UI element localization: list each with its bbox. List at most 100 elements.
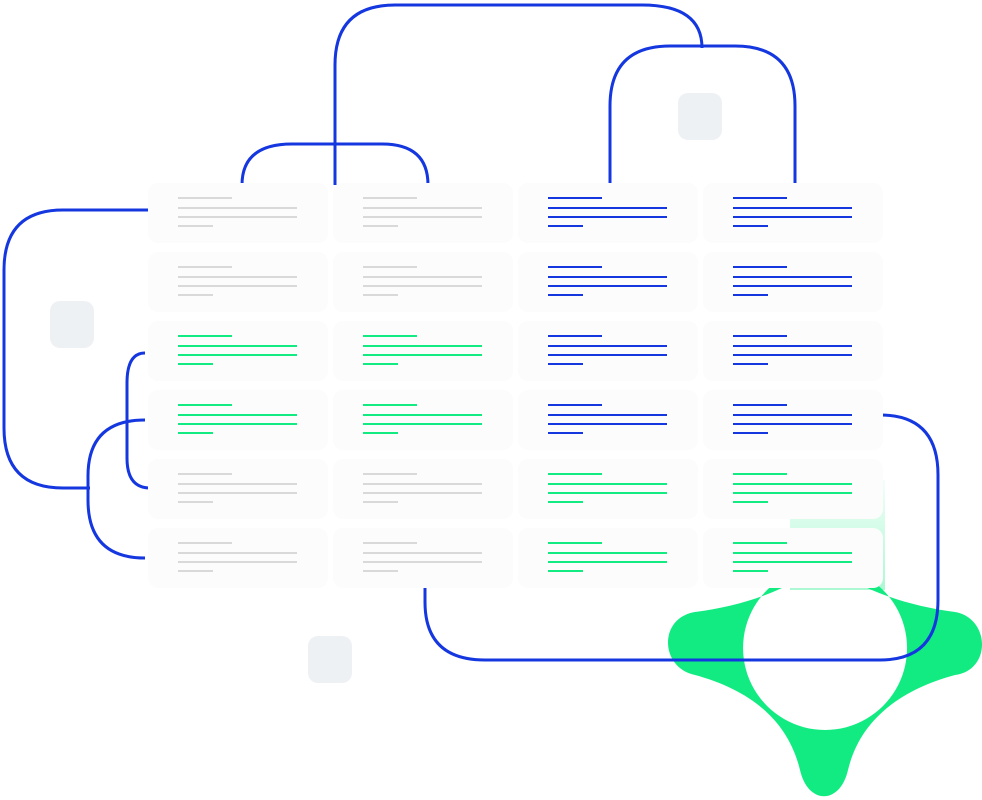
- grid-card-background: [518, 528, 698, 588]
- card-text-line-4: [733, 294, 768, 296]
- card-text-line-1: [363, 473, 417, 475]
- grid-card-r1-c3: [518, 183, 698, 243]
- grid-card-background: [703, 321, 883, 381]
- card-text-line-1: [363, 266, 417, 268]
- card-text-line-3: [733, 492, 852, 494]
- card-text-line-4: [548, 363, 583, 365]
- card-text-line-2: [548, 207, 667, 209]
- grid-card-r5-c3: [518, 459, 698, 519]
- card-text-line-1: [733, 266, 787, 268]
- grid-card-r1-c2: [333, 183, 513, 243]
- grid-card-background: [518, 252, 698, 312]
- card-text-line-1: [548, 473, 602, 475]
- card-text-line-3: [178, 354, 297, 356]
- card-text-line-2: [548, 276, 667, 278]
- grid-card-background: [148, 390, 328, 450]
- card-text-line-3: [363, 423, 482, 425]
- grid-card-background: [333, 390, 513, 450]
- grid-card-r5-c1: [148, 459, 328, 519]
- card-text-line-3: [178, 561, 297, 563]
- card-text-line-1: [178, 404, 232, 406]
- card-text-line-2: [178, 552, 297, 554]
- grid-card-background: [333, 459, 513, 519]
- grid-card-background: [518, 321, 698, 381]
- placeholder-square-bottom: [308, 636, 352, 683]
- connector-outline-bottom-right: [423, 413, 940, 662]
- card-text-line-1: [548, 404, 602, 406]
- card-text-line-3: [548, 492, 667, 494]
- card-text-line-1: [733, 542, 787, 544]
- card-text-line-3: [733, 423, 852, 425]
- grid-card-r2-c4: [703, 252, 883, 312]
- connector-outline-left: [2, 208, 148, 490]
- card-text-line-3: [548, 216, 667, 218]
- grid-card-background: [703, 459, 883, 519]
- grid-card-background: [703, 528, 883, 588]
- card-text-line-1: [363, 404, 417, 406]
- grid-card-r4-c4: [703, 390, 883, 450]
- card-text-line-2: [178, 207, 297, 209]
- grid-card-background: [703, 390, 883, 450]
- card-text-line-2: [178, 276, 297, 278]
- card-text-line-1: [548, 335, 602, 337]
- card-text-line-2: [733, 414, 852, 416]
- card-text-line-1: [548, 197, 602, 199]
- card-text-line-3: [733, 216, 852, 218]
- grid-card-r6-c4: [703, 528, 883, 588]
- grid-card-background: [333, 528, 513, 588]
- card-text-line-3: [363, 285, 482, 287]
- card-text-line-1: [178, 266, 232, 268]
- card-text-line-1: [548, 266, 602, 268]
- grid-card-r4-c1: [148, 390, 328, 450]
- grid-card-r1-c4: [703, 183, 883, 243]
- grid-card-r5-c2: [333, 459, 513, 519]
- card-text-line-1: [733, 404, 787, 406]
- card-text-line-3: [548, 285, 667, 287]
- card-text-line-3: [363, 216, 482, 218]
- card-text-line-1: [178, 197, 232, 199]
- card-text-line-1: [178, 542, 232, 544]
- grid-card-r3-c3: [518, 321, 698, 381]
- card-text-line-3: [363, 561, 482, 563]
- card-text-line-1: [363, 197, 417, 199]
- card-text-line-4: [548, 225, 583, 227]
- grid-card-background: [333, 321, 513, 381]
- card-text-line-4: [178, 501, 213, 503]
- card-text-line-1: [363, 335, 417, 337]
- placeholder-square-top: [678, 93, 722, 140]
- card-text-line-3: [363, 492, 482, 494]
- card-text-line-4: [363, 225, 398, 227]
- card-text-line-4: [178, 570, 213, 572]
- card-text-line-1: [733, 197, 787, 199]
- grid-card-r3-c1: [148, 321, 328, 381]
- card-text-line-3: [178, 492, 297, 494]
- grid-card-r1-c1: [148, 183, 328, 243]
- card-text-line-3: [548, 423, 667, 425]
- connector-outline-left-lower: [86, 418, 146, 560]
- grid-card-background: [148, 183, 328, 243]
- card-text-line-2: [363, 414, 482, 416]
- card-text-line-2: [363, 552, 482, 554]
- card-text-line-4: [548, 570, 583, 572]
- grid-card-background: [148, 528, 328, 588]
- card-text-line-4: [733, 432, 768, 434]
- card-text-line-4: [178, 225, 213, 227]
- card-text-line-3: [733, 285, 852, 287]
- card-text-line-3: [733, 561, 852, 563]
- grid-card-background: [703, 252, 883, 312]
- card-text-line-3: [178, 216, 297, 218]
- card-text-line-4: [548, 432, 583, 434]
- card-text-line-4: [548, 294, 583, 296]
- card-text-line-3: [548, 561, 667, 563]
- card-text-line-3: [733, 354, 852, 356]
- grid-card-r4-c3: [518, 390, 698, 450]
- card-text-line-4: [733, 225, 768, 227]
- placeholder-square-left: [50, 301, 94, 348]
- grid-card-r3-c4: [703, 321, 883, 381]
- card-text-line-4: [363, 294, 398, 296]
- grid-card-background: [333, 183, 513, 243]
- grid-card-background: [703, 183, 883, 243]
- card-text-line-2: [363, 345, 482, 347]
